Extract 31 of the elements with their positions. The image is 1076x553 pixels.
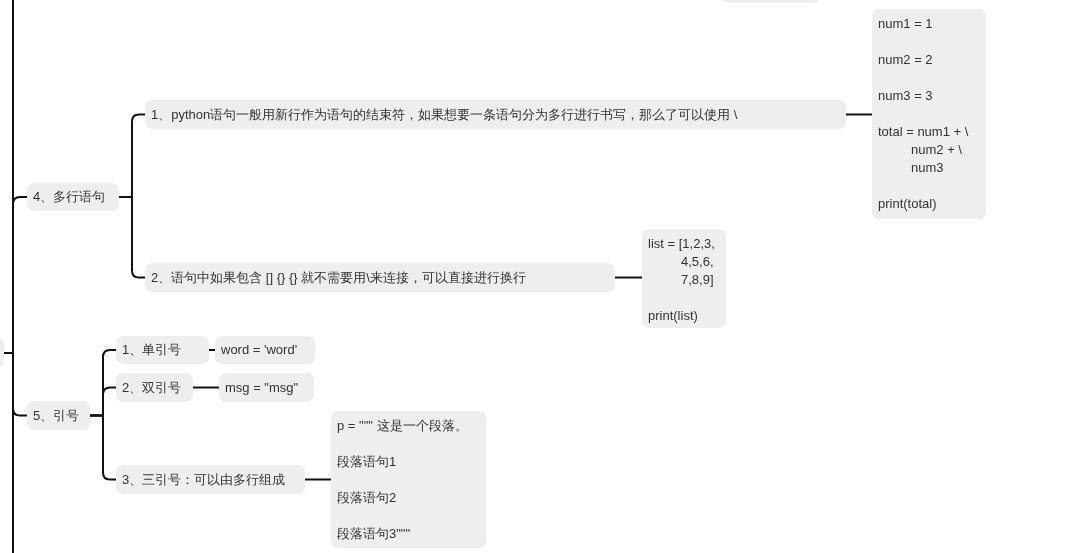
code-box: [331, 411, 486, 548]
connector-line: [192, 386, 220, 389]
topic-box: msg = "msg": [219, 373, 314, 402]
code-line: num2 = 2: [878, 51, 934, 69]
topic-box: word = 'word': [215, 336, 315, 364]
topic-box: 2、双引号: [116, 373, 193, 402]
topic-box: 4、多行语句: [27, 183, 119, 211]
topic-box: 1、python语句一般用新行作为语句的结束符，如果想要一条语句分为多行进行书写，那么了可以使用 \: [145, 100, 846, 129]
code-line: print(total): [878, 195, 938, 213]
connector-line: [208, 349, 216, 351]
code-box: [642, 229, 726, 328]
connector-line: [3, 352, 28, 417]
connector-line: [614, 276, 643, 279]
code-line: p = """ 这是一个段落。: [337, 417, 469, 435]
topic-box: 5、引号: [27, 401, 90, 430]
topic-box: 3、三引号：可以由多行组成: [116, 465, 305, 494]
code-line: num3 = 3: [878, 87, 934, 105]
connector-line: [118, 196, 146, 279]
code-line: num1 = 1: [878, 15, 934, 33]
connector-line: [89, 414, 117, 481]
code-line: 段落语句2: [337, 489, 398, 507]
code-line: 段落语句1: [337, 453, 398, 471]
connector-line: [845, 113, 873, 116]
topic-box: 1、单引号: [116, 336, 209, 364]
code-line: list = [1,2,3, 4,5,6, 7,8,9]: [648, 235, 716, 289]
code-line: 段落语句3""": [337, 525, 412, 543]
code-line: total = num1 + \ num2 + \ num3: [878, 123, 970, 177]
code-box: [872, 9, 986, 219]
code-line: print(list): [648, 307, 699, 325]
connector-line: [304, 478, 332, 481]
topic-box: 2、语句中如果包含 [] {} {} 就不需要用\来连接，可以直接进行换行: [145, 263, 615, 292]
